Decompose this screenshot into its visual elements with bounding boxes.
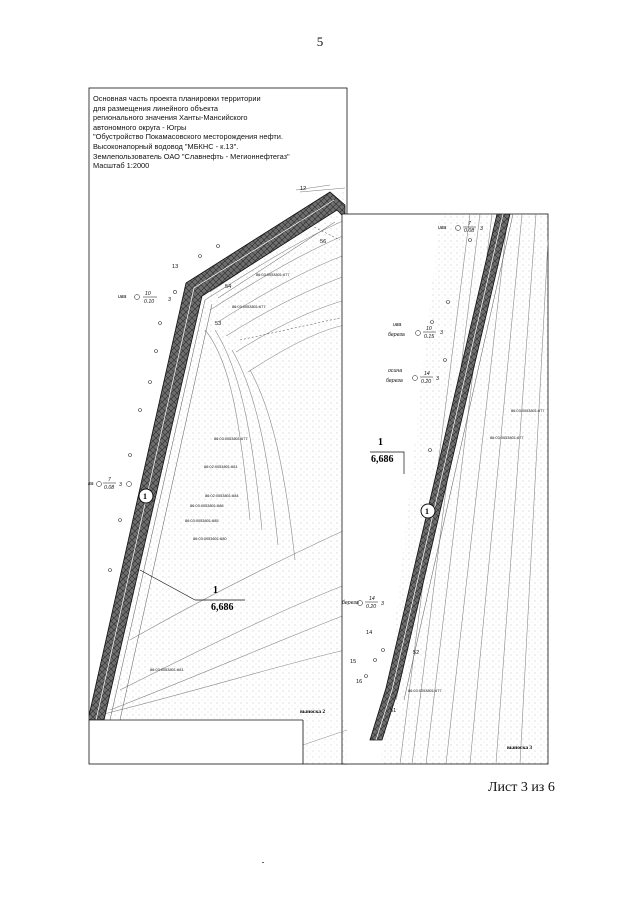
scan-speck (262, 862, 264, 863)
parcel-label: 53 (215, 321, 221, 327)
title-line: Высоконапорный водовод "МБКНС - к.13". (93, 141, 239, 151)
tree-count: 3 (440, 330, 443, 336)
title-line: Землепользователь ОАО "Славнефть - Мегио… (93, 151, 290, 161)
zone-number: 1 (143, 492, 147, 501)
tree-count-den: 0.20 (421, 379, 431, 385)
point-number: 14 (366, 630, 372, 636)
parcel-label: 54 (225, 284, 231, 290)
cadastral-number: 86:03:0053801:677 (232, 304, 266, 309)
plot-fraction-den: 6,686 (211, 602, 234, 613)
sheet-label: Лист 3 из 6 (488, 780, 555, 795)
cadastral-number: 86:03:0053801:677 (511, 408, 545, 413)
tree-count-den: 0.10 (144, 299, 154, 305)
title-line: автономного округа - Югры (93, 122, 187, 132)
tree-species: береза (388, 332, 405, 338)
parcel-label: 56 (320, 239, 326, 245)
bottom-strip (89, 719, 348, 764)
tree-count-num: 14 (424, 371, 430, 377)
tree-count: 3 (119, 482, 122, 488)
tree-count: 3 (480, 226, 483, 232)
tree-count-den: 0.20 (366, 604, 376, 610)
tree-species: ива (118, 294, 126, 300)
cadastral-number: 86:03:0053601:680 (193, 536, 227, 541)
zone-number: 1 (425, 507, 429, 516)
plot-fraction-num: 1 (378, 437, 383, 448)
point-number: 13 (172, 264, 178, 270)
tree-count: 3 (436, 376, 439, 382)
tree-species: ва (88, 481, 94, 487)
cadastral-number: 86:03:0053801:677 (256, 272, 290, 277)
tree-count-num: 10 (145, 291, 151, 297)
parcel-label: 51 (390, 708, 396, 714)
parcel-label: 52 (413, 650, 419, 656)
point-number: 16 (356, 679, 362, 685)
cadastral-number: 86:02:0053801:684 (205, 493, 239, 498)
tree-species: береза (386, 378, 403, 384)
title-block: Основная часть проекта планировки террит… (93, 94, 343, 171)
page-number: 5 (316, 34, 324, 49)
tree-count: 3 (381, 601, 384, 607)
cadastral-number: 86:02:0053801:681 (204, 464, 238, 469)
title-line: "Обустройство Покамасовского месторожден… (93, 132, 283, 142)
tree-species: осина (388, 368, 402, 374)
plot-fraction-num: 1 (213, 585, 218, 596)
callout-label: выноска 2 (300, 709, 325, 715)
tree-species: береза (342, 600, 359, 606)
tree-species: ива (393, 322, 401, 328)
cadastral-number: 86:03:0053801:681 (150, 667, 184, 672)
tree-count-num: 10 (426, 326, 432, 332)
cadastral-number: 86:03:0053801:685 (185, 518, 219, 523)
cadastral-number: 86:03:0053801:677 (408, 688, 442, 693)
tree-count-den: 0.08 (104, 485, 114, 491)
tree-count-num: 7 (468, 221, 472, 227)
cadastral-number: 86:03:0053801:686 (190, 503, 224, 508)
tree-count: 3 (168, 297, 171, 303)
tree-count-den: 0.15 (424, 334, 434, 340)
title-line: Масштаб 1:2000 (93, 161, 150, 171)
title-line: Основная часть проекта планировки террит… (93, 94, 261, 103)
tree-count-num: 7 (108, 477, 112, 483)
cadastral-number: 86:03:0053801:677 (490, 435, 524, 440)
point-number: 12 (300, 186, 306, 192)
tree-count-num: 14 (369, 596, 375, 602)
point-number: 15 (350, 659, 356, 665)
tree-count-den: 0.08 (464, 228, 474, 234)
title-line: для размещения линейного объекта (93, 103, 218, 113)
plot-fraction-den: 6,686 (371, 454, 394, 465)
title-line: регионального значения Ханты-Мансийского (93, 113, 248, 123)
cadastral-number: 86:03:0053801:677 (214, 436, 248, 441)
tree-species: ива (438, 225, 446, 231)
left-map-panel (88, 87, 348, 765)
callout-label: выноска 3 (507, 745, 532, 751)
right-map-panel (341, 213, 549, 765)
